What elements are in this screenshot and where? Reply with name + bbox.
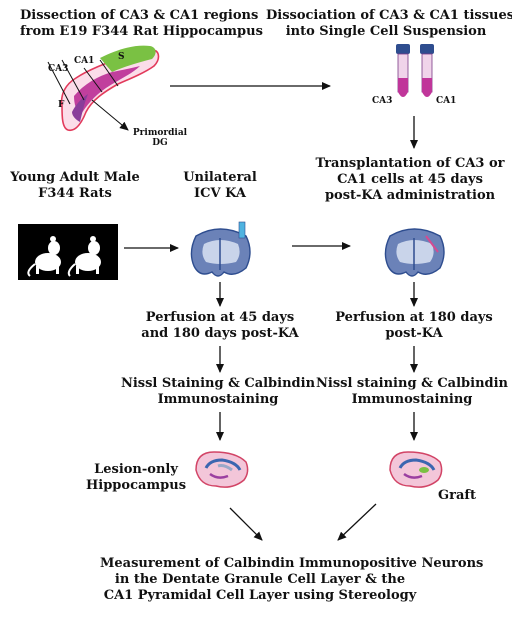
dissection-line1: Dissection of CA3 & CA1 regions	[20, 8, 259, 23]
cell-suspension-tubes-icon	[396, 44, 434, 97]
tube-label-ca1: CA1	[436, 96, 457, 106]
young-adult-label: Young Adult Male F344 Rats	[10, 170, 140, 202]
brain-section-ka-icon	[190, 221, 251, 277]
hippo-label-s: S	[118, 52, 125, 62]
hippo-label-ca3: CA3	[48, 64, 69, 74]
arrow-graft-to-measurement	[337, 503, 377, 541]
measurement-line1: Measurement of Calbindin Immunopositive …	[100, 556, 484, 571]
measurement-label: Measurement of Calbindin Immunopositive …	[100, 556, 484, 604]
nissl-right-line1: Nissl staining & Calbindin	[316, 376, 508, 391]
transplantation-line2: CA1 cells at 45 days	[337, 172, 483, 187]
dissection-title: Dissection of CA3 & CA1 regions from E19…	[20, 8, 263, 40]
hippo-label-f: F	[58, 100, 65, 110]
unilateral-line1: Unilateral	[183, 170, 257, 185]
primordial-line1: Primordial	[132, 128, 188, 138]
primordial-line2: DG	[152, 138, 168, 148]
measurement-line3: CA1 Pyramidal Cell Layer using Stereolog…	[103, 588, 417, 603]
transplantation-label: Transplantation of CA3 or CA1 cells at 4…	[310, 156, 510, 204]
hippo-label-ca1: CA1	[74, 56, 95, 66]
perfusion-right-label: Perfusion at 180 days post-KA	[334, 310, 494, 342]
perfusion-left-label: Perfusion at 45 days and 180 days post-K…	[140, 310, 300, 342]
nissl-left-label: Nissl Staining & Calbindin Immunostainin…	[118, 376, 318, 408]
dissociation-line1: Dissociation of CA3 & CA1 tissues	[266, 8, 512, 23]
unilateral-line2: ICV KA	[194, 186, 246, 201]
graft-label: Graft	[438, 488, 476, 503]
nissl-left-line1: Nissl Staining & Calbindin	[120, 376, 316, 391]
lesion-only-label: Lesion-only Hippocampus	[86, 462, 186, 494]
perfusion-right-line1: Perfusion at 180 days	[335, 310, 493, 325]
nissl-right-line2: Immunostaining	[351, 392, 473, 407]
perfusion-right-line2: post-KA	[385, 326, 443, 341]
nissl-right-label: Nissl staining & Calbindin Immunostainin…	[314, 376, 510, 408]
graft-hippocampus-icon	[389, 451, 443, 488]
lesion-hippocampus-icon	[195, 451, 249, 488]
young-adult-line1: Young Adult Male	[10, 170, 140, 185]
measurement-line2: in the Dentate Granule Cell Layer & the	[114, 572, 406, 587]
rats-image	[18, 224, 118, 280]
transplantation-line1: Transplantation of CA3 or	[315, 156, 505, 171]
young-adult-line2: F344 Rats	[38, 186, 112, 201]
tube-label-ca3: CA3	[372, 96, 393, 106]
transplantation-line3: post-KA administration	[324, 188, 496, 203]
nissl-left-line2: Immunostaining	[157, 392, 279, 407]
lesion-only-line1: Lesion-only	[94, 462, 178, 477]
embryonic-hippocampus-icon	[47, 45, 160, 132]
dissection-line2: from E19 F344 Rat Hippocampus	[20, 24, 263, 39]
lesion-only-line2: Hippocampus	[86, 478, 187, 493]
perfusion-left-line2: and 180 days post-KA	[141, 326, 299, 341]
dissociation-line2: into Single Cell Suspension	[285, 24, 487, 39]
unilateral-label: Unilateral ICV KA	[170, 170, 270, 202]
arrow-lesion-to-measurement	[229, 507, 263, 541]
brain-section-transplant-icon	[384, 228, 445, 277]
primordial-dg-label: Primordial DG	[130, 128, 190, 148]
dissociation-title: Dissociation of CA3 & CA1 tissues into S…	[266, 8, 512, 40]
perfusion-left-line1: Perfusion at 45 days	[145, 310, 295, 325]
